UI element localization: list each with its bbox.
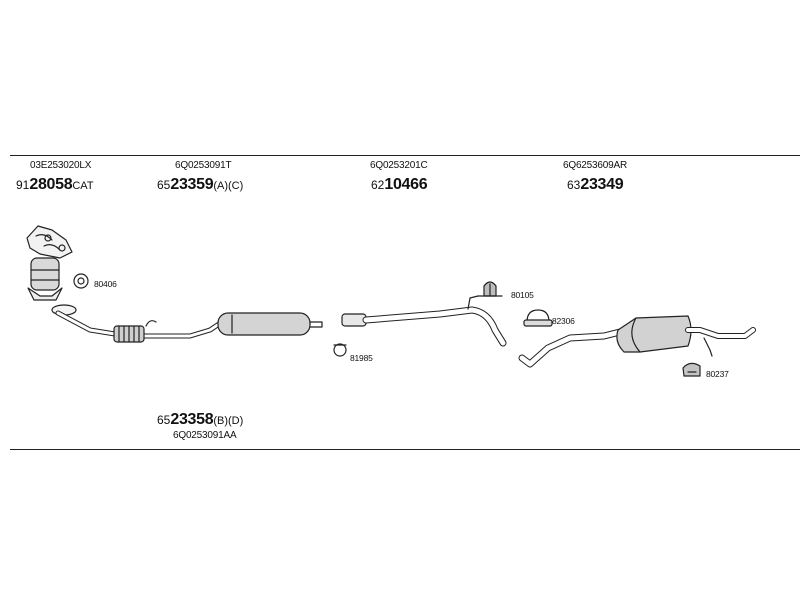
oe-number-front-silencer-alt: 6Q0253091AA: [173, 430, 237, 441]
middle-pipe-hanger: [468, 296, 478, 309]
front-silencer-body: [218, 313, 310, 335]
middle-pipe-sleeve: [342, 314, 366, 326]
rear-section: [522, 316, 753, 364]
top-divider-line: [10, 155, 800, 156]
ref-main: 28058: [29, 176, 73, 193]
clamp-mid: [334, 344, 346, 356]
tail-hanger: [683, 363, 700, 376]
tail-hanger-body: [683, 363, 700, 376]
ref-rear-silencer: 6323349: [567, 176, 624, 193]
front-silencer-outlet: [310, 322, 322, 327]
ref-suffix: CAT: [72, 180, 94, 192]
ref-main: 10466: [384, 176, 428, 193]
middle-pipe: [342, 296, 503, 343]
rear-pipe-tube-inner: [522, 332, 620, 364]
ref-catalyst: 9128058CAT: [16, 177, 94, 193]
part-number-clamp-rear: 82306: [552, 316, 575, 326]
ref-front-silencer: 6523359(A)(C): [157, 177, 243, 193]
gasket-ring: [74, 274, 88, 288]
clamp-ring: [334, 344, 346, 356]
clamp-u-bolt: [527, 310, 549, 322]
converter-heat-shield: [31, 270, 59, 280]
part-number-hanger-rear: 80105: [511, 290, 534, 300]
front-silencer: [218, 313, 322, 335]
ref-main: 23358: [170, 411, 214, 428]
ref-main: 23359: [170, 176, 214, 193]
ref-prefix: 62: [371, 178, 385, 192]
tailpipe-inner: [688, 330, 753, 336]
oe-number-middle-pipe: 6Q0253201C: [370, 160, 428, 171]
ref-prefix: 91: [16, 178, 30, 192]
middle-pipe-tube-inner: [366, 310, 503, 343]
ref-main: 23349: [580, 176, 624, 193]
part-number-hanger-tail: 80237: [706, 369, 729, 379]
ref-middle-pipe: 6210466: [371, 176, 428, 193]
ref-front-silencer-alt: 6523358(B)(D): [157, 412, 243, 428]
front-pipe-tube-inner: [58, 313, 222, 336]
converter-body: [31, 258, 59, 290]
ref-suffix: (A)(C): [213, 180, 244, 192]
manifold-bolt: [45, 235, 51, 241]
ref-prefix: 63: [567, 178, 581, 192]
clamp-rear: [524, 310, 552, 326]
gasket-outer: [74, 274, 88, 288]
bottom-divider-line: [10, 449, 800, 450]
rear-silencer-body: [617, 316, 691, 352]
flex-corrugation: [119, 326, 139, 342]
rear-silencer-edge: [632, 318, 640, 352]
catalytic-converter-assembly: [27, 226, 72, 300]
exhaust-manifold: [27, 226, 72, 258]
ref-suffix: (B)(D): [213, 415, 244, 427]
oe-number-rear-silencer: 6Q6253609AR: [563, 160, 627, 171]
gasket-inner: [78, 278, 84, 284]
front-pipe: [52, 305, 222, 342]
rear-silencer-hanger: [704, 338, 712, 356]
clamp-saddle: [524, 320, 552, 326]
ref-prefix: 65: [157, 178, 171, 192]
oe-number-front-silencer: 6Q0253091T: [175, 160, 232, 171]
manifold-bolt: [59, 245, 65, 251]
rubber-hanger: [478, 282, 502, 296]
part-number-gasket: 80406: [94, 279, 117, 289]
front-pipe-hanger: [146, 321, 156, 326]
part-number-clamp-mid: 81985: [350, 353, 373, 363]
oe-number-catalyst: 03E253020LX: [30, 160, 92, 171]
hanger-loop: [478, 284, 502, 296]
converter-outlet-flange: [28, 288, 62, 300]
ref-prefix: 65: [157, 413, 171, 427]
